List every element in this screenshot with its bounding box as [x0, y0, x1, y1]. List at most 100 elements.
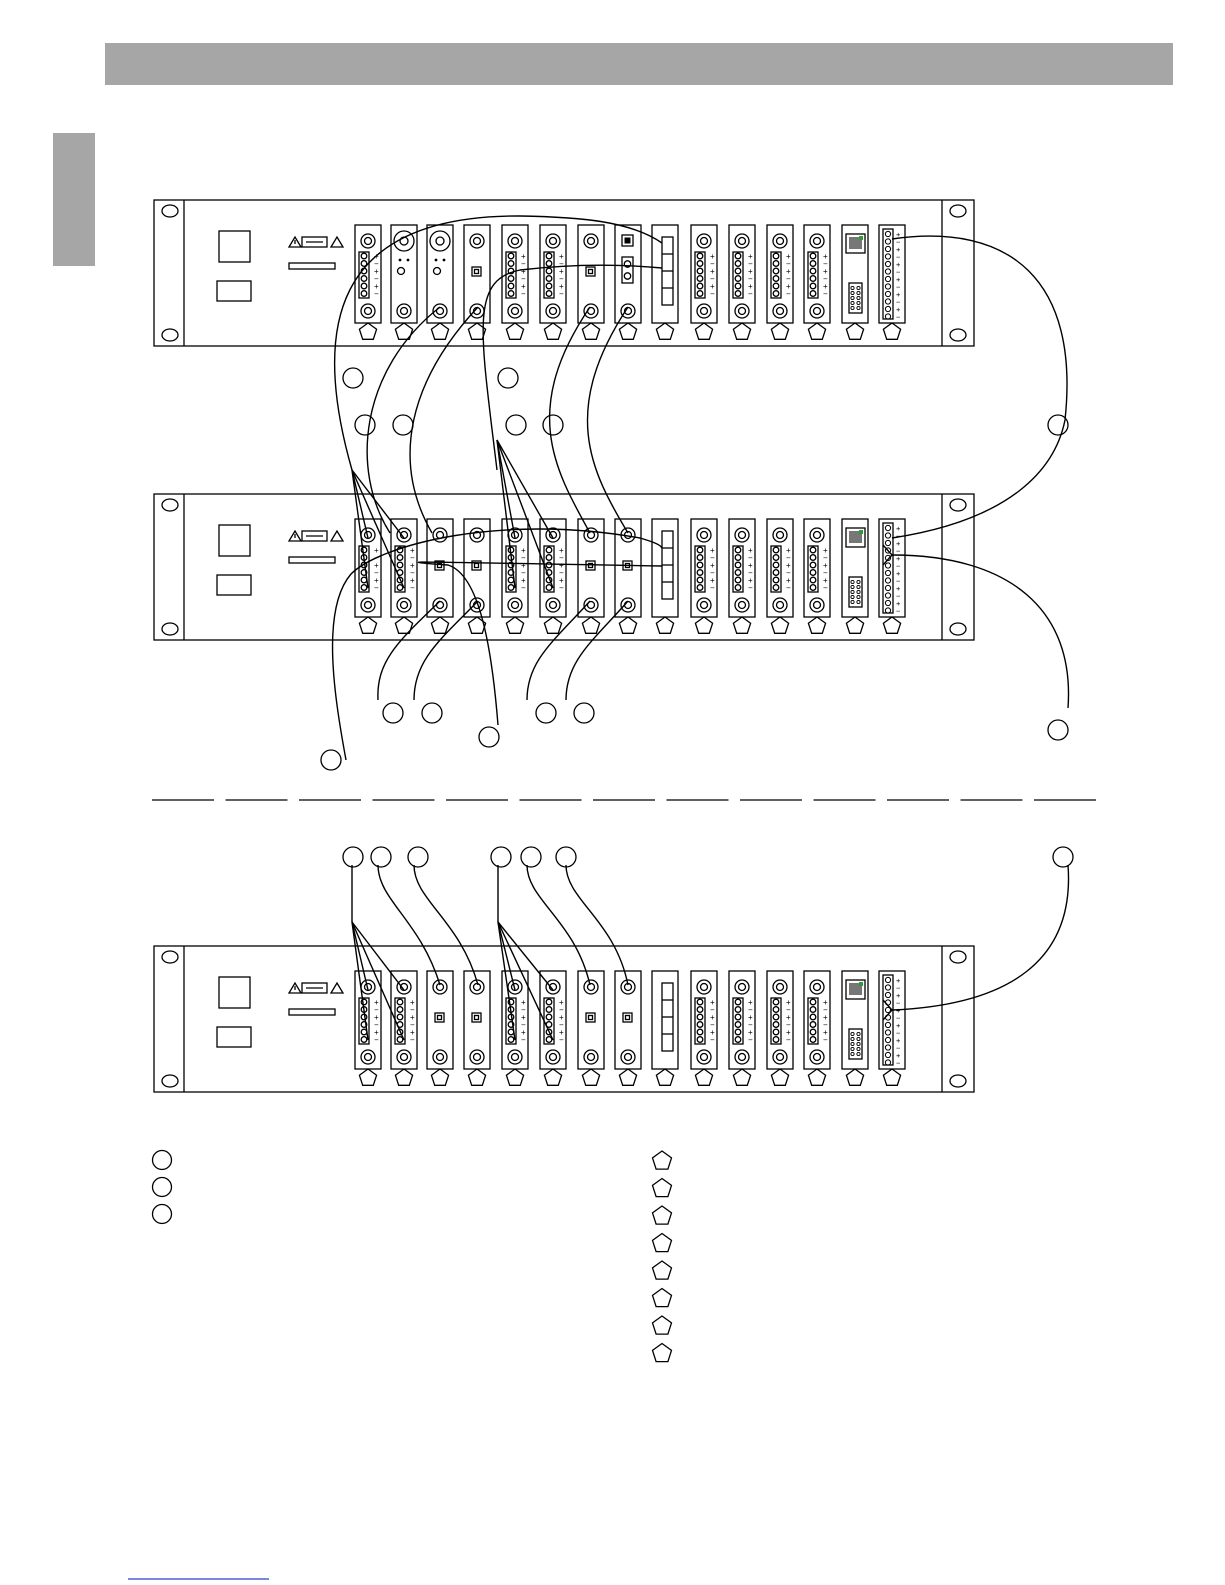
input-jack-core-icon [399, 600, 409, 610]
output-jack-core-icon [812, 982, 822, 992]
terminal-screw-icon [884, 999, 892, 1006]
selector-switch-knob [587, 562, 594, 569]
pentagon-marker-icon [430, 616, 450, 634]
input-jack-icon [360, 597, 376, 613]
line-out-jack-icon [432, 597, 448, 613]
polarity-mark: + [896, 1036, 901, 1045]
module-slot-8-line-io [614, 970, 642, 1086]
circle-marker-icon [535, 702, 557, 724]
screw-terminal-icon [734, 998, 742, 1006]
module-slot-13-speaker-4pin: +−+−+− [803, 970, 831, 1086]
circle-marker-icon [392, 414, 414, 436]
polarity-mark: − [896, 577, 901, 586]
dsub-pin-icon [856, 1051, 861, 1057]
output-jack-core-icon [737, 530, 747, 540]
polarity-mark: + [823, 561, 828, 570]
circle-marker-icon [151, 1203, 173, 1225]
dsub-pin-icon [856, 584, 861, 590]
polarity-mark: + [710, 282, 715, 291]
polarity-mark: + [823, 267, 828, 276]
polarity-mark: + [710, 998, 715, 1007]
input-jack-icon [696, 303, 712, 319]
speaker-connector-block [770, 545, 782, 593]
indicator-led-icon [434, 258, 438, 262]
output-jack-icon [507, 979, 523, 995]
cable-link-terminal [891, 235, 1068, 539]
output-jack-core-icon [699, 530, 709, 540]
pentagon-marker-icon [543, 616, 563, 634]
dsub-pin-icon [856, 1046, 861, 1052]
module-slot-9-fader-block [651, 518, 679, 634]
polarity-mark: − [823, 275, 828, 284]
pentagon-marker-icon [732, 616, 752, 634]
polarity-mark: + [410, 1013, 415, 1022]
indicator-led-icon [406, 258, 410, 262]
screw-terminal-icon [360, 569, 368, 576]
screw-terminal-icon [809, 1021, 817, 1028]
output-jack-icon [507, 527, 523, 543]
screw-terminal-icon [734, 267, 742, 275]
pentagon-marker-icon [505, 616, 525, 634]
output-jack-icon [545, 979, 561, 995]
cable-out-7 [526, 600, 591, 701]
line-jack-icon [432, 527, 448, 543]
screw-terminal-icon [772, 1036, 780, 1043]
input-jack-icon [396, 597, 412, 613]
module-slot-7-line-io [577, 224, 605, 340]
bnc-connector-icon [393, 230, 415, 252]
polarity-mark: − [521, 1021, 526, 1030]
polarity-mark: − [521, 290, 526, 299]
screw-terminal-icon [360, 584, 368, 591]
selector-switch-knob [473, 562, 480, 569]
screw-terminal-icon [507, 1021, 515, 1028]
circle-marker-icon [490, 846, 512, 868]
module-faceplate [651, 970, 679, 1070]
polarity-mark: − [823, 1036, 828, 1045]
polarity-mark: − [786, 1036, 791, 1045]
cable-in-7 [526, 864, 591, 986]
rack-mount-hole-icon [949, 204, 967, 218]
screw-terminal-icon [734, 1013, 742, 1021]
screw-terminal-icon [360, 554, 368, 561]
polarity-mark: + [559, 267, 564, 276]
screw-terminal-icon [696, 275, 704, 282]
output-jack-icon [360, 979, 376, 995]
polarity-mark: − [748, 1036, 753, 1045]
output-jack-core-icon [775, 530, 785, 540]
power-switch-icon [218, 230, 251, 263]
screw-terminal-icon [360, 267, 368, 275]
polarity-mark: + [896, 245, 901, 254]
screw-terminal-icon [507, 576, 515, 584]
module-faceplate [390, 224, 418, 324]
module-slot-15-terminal-strip: +−+−+−+−+−+− [878, 518, 906, 634]
bnc-connector-core-icon [399, 236, 409, 246]
dsub-pin-icon [856, 1041, 861, 1047]
polarity-mark: − [748, 554, 753, 563]
screw-terminal-icon [545, 1028, 553, 1036]
selector-switch-knob [587, 1014, 594, 1021]
output-jack-icon [809, 527, 825, 543]
polarity-mark: − [559, 260, 564, 269]
polarity-mark: − [786, 569, 791, 578]
screw-terminal-icon [772, 1021, 780, 1028]
module-slot-1-speaker-4pin: +−+−+− [354, 224, 382, 340]
circle-marker-icon [520, 846, 542, 868]
line-jack-icon [620, 979, 636, 995]
polarity-mark: + [374, 576, 379, 585]
speaker-connector-block [694, 251, 706, 299]
polarity-mark: + [374, 998, 379, 1007]
polarity-mark: − [896, 238, 901, 247]
polarity-mark: + [896, 290, 901, 299]
input-jack-core-icon [775, 600, 785, 610]
screw-terminal-icon [809, 569, 817, 576]
rack-mount-hole-icon [161, 950, 179, 964]
screw-terminal-icon [507, 267, 515, 275]
line-out-jack-icon [432, 1049, 448, 1065]
speaker-connector-block [505, 997, 517, 1045]
module-slot-5-speaker-4pin: +−+−+− [501, 970, 529, 1086]
input-jack-core-icon [510, 600, 520, 610]
polarity-mark: + [374, 546, 379, 555]
circle-marker-icon [1052, 846, 1074, 868]
polarity-mark: − [710, 290, 715, 299]
polarity-mark: + [896, 524, 901, 533]
